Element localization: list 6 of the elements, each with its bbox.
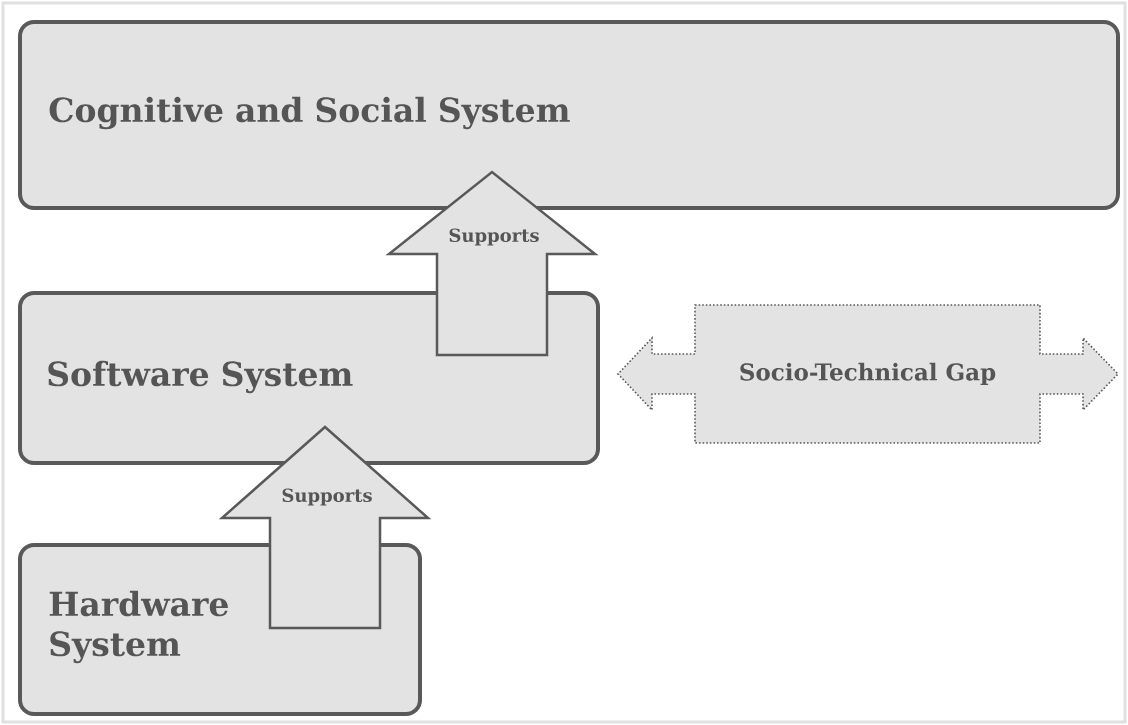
block-arrow [218, 425, 432, 630]
system-box: Software System [18, 291, 600, 465]
edge-label: Supports [280, 487, 374, 507]
edge-label: Supports [447, 227, 541, 247]
system-box: Cognitive and Social System [18, 20, 1120, 210]
block-arrow [385, 170, 599, 357]
